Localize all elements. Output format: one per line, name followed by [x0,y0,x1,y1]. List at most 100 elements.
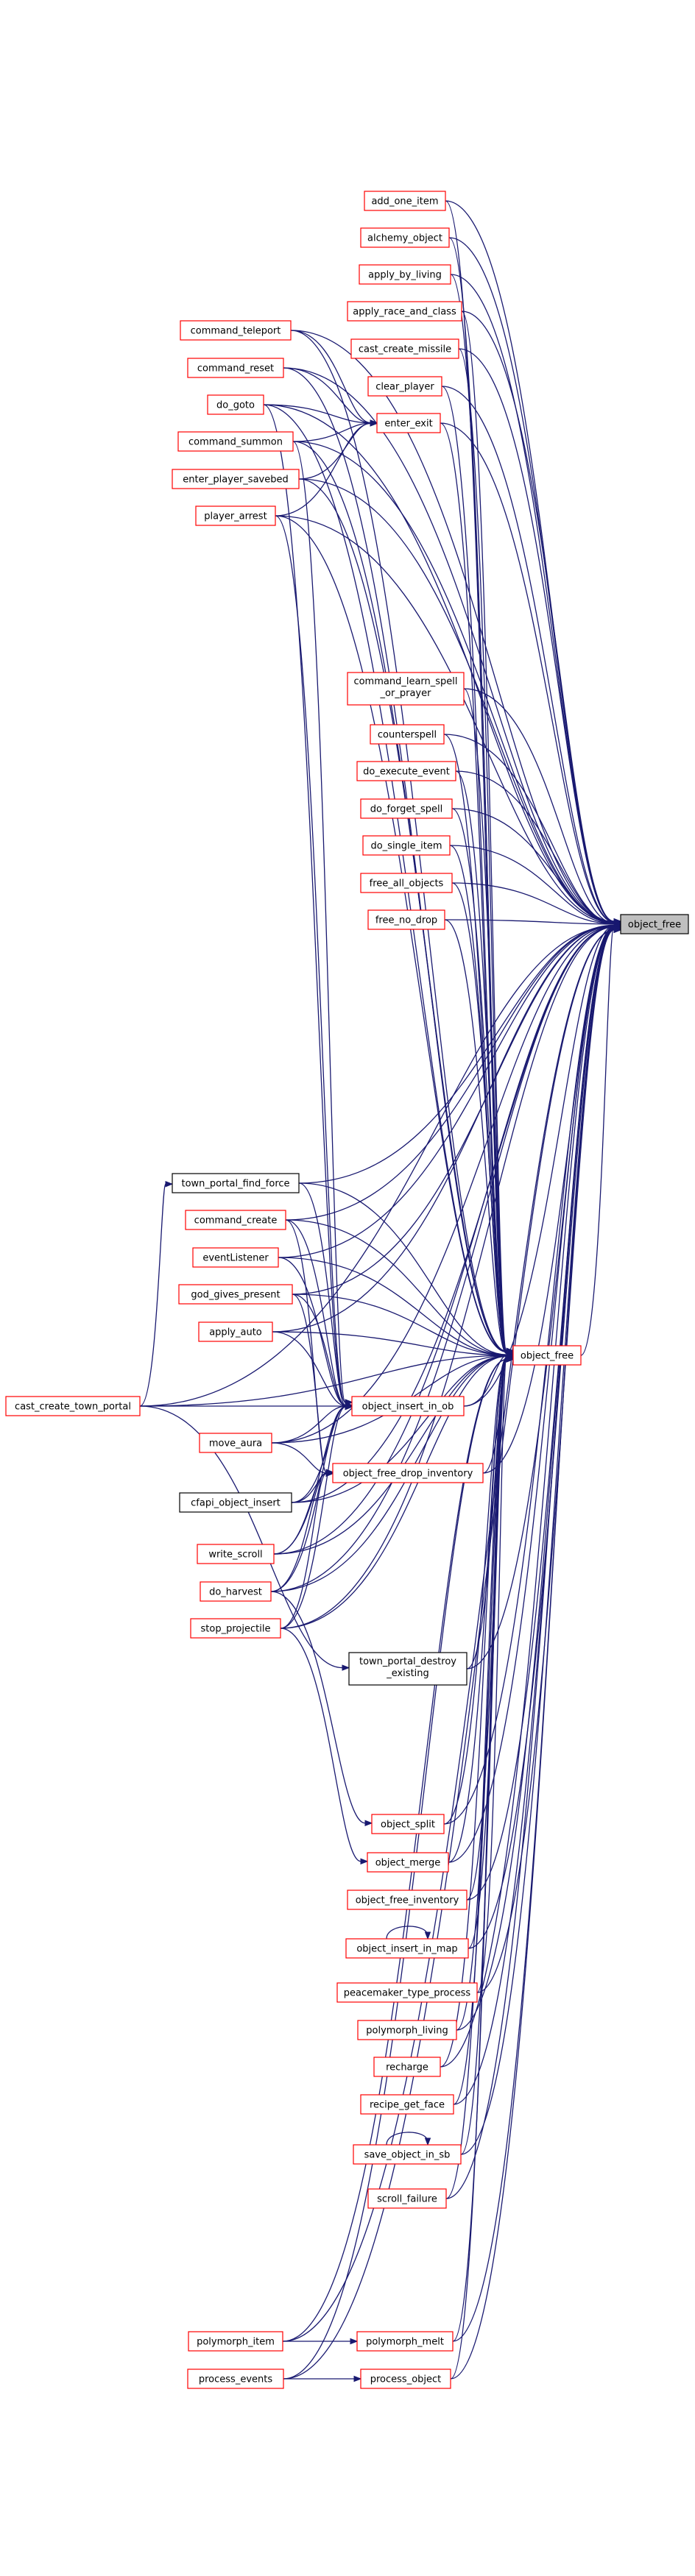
node-town-portal-destroy-existing[interactable]: town_portal_destroy_existing [348,1652,468,1686]
node-save-object-in-sb[interactable]: save_object_in_sb [353,2144,462,2165]
node-polymorph-item[interactable]: polymorph_item [188,2331,283,2352]
node-box [5,1396,141,1416]
node-box [359,264,451,285]
call-edge [280,1628,369,1864]
node-player-arrest[interactable]: player_arrest [195,505,276,526]
node-label: polymorph_melt [366,2337,444,2348]
edge-line [476,1357,507,1993]
edge-line [282,1358,507,2342]
edge-line [298,1182,346,1406]
node-box [367,1852,449,1873]
node-object-merge[interactable]: object_merge [367,1852,449,1873]
edge-line [292,1294,346,1407]
node-object-insert-in-map[interactable]: object_insert_in_map [345,1938,469,1959]
call-edge [280,1403,353,1629]
node-box [200,1581,272,1602]
edge-arrowhead [353,2375,362,2382]
node-counterspell[interactable]: counterspell [370,724,445,745]
node-free-all-objects[interactable]: free_all_objects [360,873,453,893]
call-edge [139,1180,174,1407]
node-apply-by-living[interactable]: apply_by_living [359,264,451,285]
node-box [180,320,292,341]
node-alchemy-object[interactable]: alchemy_object [360,227,450,248]
edge-line [272,925,615,1333]
node-label: object_insert_in_ob [362,1402,454,1413]
node-town-portal-find-force[interactable]: town_portal_find_force [172,1173,300,1193]
node-box [179,1492,292,1513]
node-object-free-drop-inventory[interactable]: object_free_drop_inventory [332,1463,484,1483]
node-write-scroll[interactable]: write_scroll [197,1544,275,1564]
edge-line [263,404,346,1403]
edge-line [285,1219,507,1355]
node-label: _existing [386,1668,429,1679]
function-nodes: object_freeobject_freeadd_one_itemalchem… [5,191,689,2389]
node-label: town_portal_destroy [359,1656,456,1667]
node-enter-player-savebed[interactable]: enter_player_savebed [172,469,300,489]
node-box [367,909,445,930]
node-label: scroll_failure [377,2194,437,2205]
call-edge [463,688,515,1356]
edge-line [280,1355,507,1629]
node-object-insert-in-ob[interactable]: object_insert_in_ob [351,1396,465,1416]
node-command-reset[interactable]: command_reset [187,358,284,378]
call-edge [449,845,622,927]
node-label: apply_auto [209,1327,262,1338]
call-edges [139,200,622,2382]
node-recharge[interactable]: recharge [373,2057,441,2077]
node-polymorph-living[interactable]: polymorph_living [357,2020,457,2040]
call-edge [386,1926,431,1940]
call-edge [278,922,622,1258]
node-do-harvest[interactable]: do_harvest [200,1581,272,1602]
node-eventListener[interactable]: eventListener [192,1247,279,1268]
edge-line [292,1294,507,1356]
edge-line [458,348,615,923]
node-label: polymorph_living [366,2026,448,2037]
edge-line [463,925,615,1407]
node-cast-create-town-portal[interactable]: cast_create_town_portal [5,1396,141,1416]
node-peacemaker-type-process[interactable]: peacemaker_type_process [336,1982,478,2003]
node-clear-player[interactable]: clear_player [367,376,442,397]
node-label: alchemy_object [367,233,442,244]
node-box [192,1247,279,1268]
node-scroll-failure[interactable]: scroll_failure [367,2188,447,2209]
node-move-aura[interactable]: move_aura [199,1433,272,1453]
node-apply-race-and-class[interactable]: apply_race_and_class [347,301,462,322]
node-label: recipe_get_face [370,2100,445,2111]
node-box [332,1463,484,1483]
edge-line [463,1355,507,1407]
node-command-summon[interactable]: command_summon [177,431,294,452]
node-box [185,1210,286,1230]
node-box [190,1618,281,1639]
node-free-no-drop[interactable]: free_no_drop [367,909,445,930]
node-command-teleport[interactable]: command_teleport [180,320,292,341]
node-command-create[interactable]: command_create [185,1210,286,1230]
call-edge [283,2338,359,2345]
node-cast-create-missile[interactable]: cast_create_missile [350,338,459,359]
node-polymorph-melt[interactable]: polymorph_melt [356,2331,454,2352]
edge-line [283,367,371,424]
node-recipe-get-face[interactable]: recipe_get_face [360,2094,454,2115]
node-do-goto[interactable]: do_goto [207,394,264,415]
edge-line [460,1358,507,2155]
node-object-free[interactable]: object_free [512,1345,582,1366]
node-god-gives-present[interactable]: god_gives_present [178,1284,293,1305]
node-do-single-item[interactable]: do_single_item [362,835,451,856]
call-edge [290,330,622,926]
node-apply-auto[interactable]: apply_auto [198,1321,273,1342]
node-command-learn-spell-or-prayer[interactable]: command_learn_spell_or_prayer [347,672,465,706]
edge-line [444,919,615,925]
node-do-execute-event[interactable]: do_execute_event [356,761,456,781]
call-edge [448,1354,515,1863]
node-box [360,227,450,248]
node-process-events[interactable]: process_events [187,2369,284,2389]
node-cfapi-object-insert[interactable]: cfapi_object_insert [179,1492,292,1513]
node-enter-exit[interactable]: enter_exit [376,413,441,433]
edge-line [451,882,507,1355]
node-stop-projectile[interactable]: stop_projectile [190,1618,281,1639]
node-add-one-item[interactable]: add_one_item [364,191,446,211]
node-object-free-inventory[interactable]: object_free_inventory [347,1890,468,1910]
node-process-object[interactable]: process_object [360,2369,451,2389]
node-object-split[interactable]: object_split [371,1814,445,1834]
node-box [188,2331,283,2352]
node-do-forget-spell[interactable]: do_forget_spell [360,798,453,819]
